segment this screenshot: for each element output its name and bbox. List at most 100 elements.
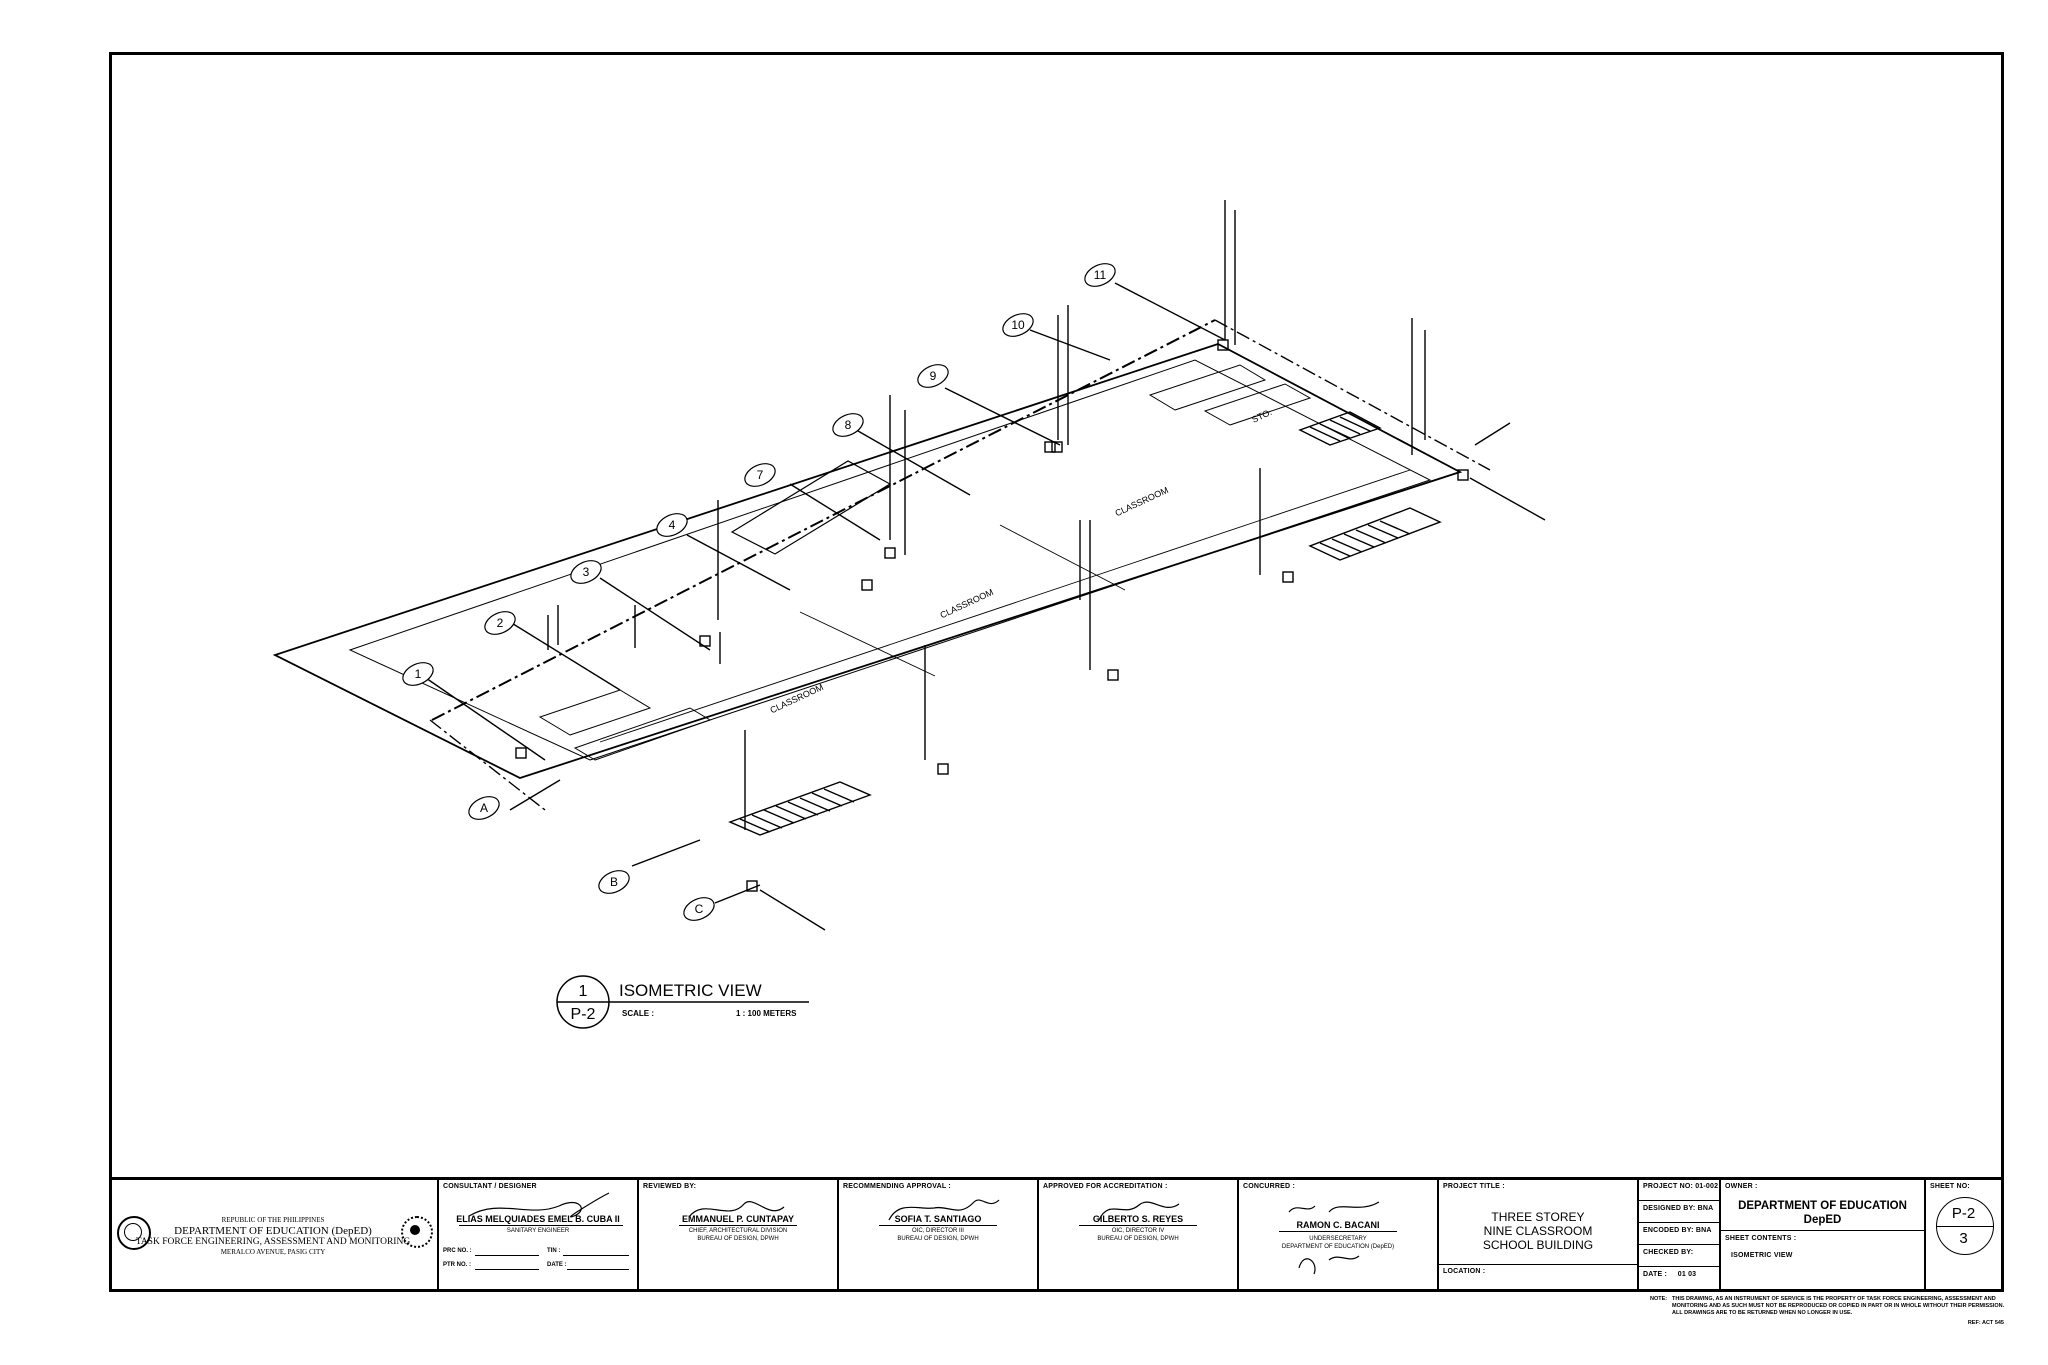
project-meta-cell: PROJECT NO: 01-002 DESIGNED BY: BNA ENCO…: [1637, 1180, 1719, 1292]
project-title-2: NINE CLASSROOM: [1483, 1224, 1593, 1238]
gridline-label: A: [480, 801, 488, 815]
recommending-name: SOFIA T. SANTIAGO: [894, 1214, 982, 1224]
recommending-role1: OIC, DIRECTOR III: [912, 1228, 964, 1234]
room-label: STO.: [1250, 407, 1273, 425]
encoded-by: BNA: [1695, 1227, 1712, 1234]
concurred-cell: CONCURRED : RAMON C. BACANI UNDERSECRETA…: [1237, 1180, 1437, 1292]
view-number: 1: [579, 983, 588, 1000]
agency-taskforce: TASK FORCE ENGINEERING, ASSESSMENT AND M…: [135, 1237, 411, 1247]
drawing-sheet-border: [109, 52, 2004, 1292]
title-block: REPUBLIC OF THE PHILIPPINES DEPARTMENT O…: [109, 1177, 2004, 1292]
note-line-3: ALL DRAWINGS ARE TO BE RETURNED WHEN NO …: [1672, 1310, 1853, 1316]
gridline-label: 3: [583, 565, 590, 579]
project-no-label: PROJECT NO:: [1643, 1183, 1694, 1190]
gridline-label: 1: [415, 667, 422, 681]
recommending-role2: BUREAU OF DESIGN, DPWH: [897, 1236, 979, 1242]
gridline-label: B: [610, 875, 618, 889]
reference-act: REF: ACT 545: [1967, 1320, 2004, 1326]
project-title-3: SCHOOL BUILDING: [1482, 1238, 1594, 1252]
ptr-label: PTR NO. :: [443, 1262, 471, 1268]
reviewer-signature: [688, 1201, 785, 1218]
date-meta-label: DATE :: [1643, 1271, 1668, 1278]
view-title: ISOMETRIC VIEW: [619, 981, 762, 1000]
project-no: 01-002: [1695, 1183, 1719, 1190]
owner-name-1: DEPARTMENT OF EDUCATION: [1738, 1200, 1907, 1212]
tin-label: TIN :: [547, 1248, 561, 1254]
project-cell: PROJECT TITLE : THREE STOREY NINE CLASSR…: [1437, 1180, 1637, 1292]
location-label: LOCATION :: [1443, 1268, 1486, 1275]
date-value: 01 03: [1677, 1271, 1697, 1278]
reviewer-name: EMMANUEL P. CUNTAPAY: [681, 1214, 795, 1224]
gridline-bubbles: [402, 263, 1116, 921]
gridline-labels: 1 2 3 4 7 8 9 10 11 A B C: [415, 268, 1107, 916]
gridline-label: 11: [1094, 268, 1107, 282]
recommending-label: RECOMMENDING APPROVAL :: [843, 1183, 951, 1190]
concurred-role2: DEPARTMENT OF EDUCATION (DepED): [1281, 1244, 1395, 1250]
recommending-cell: RECOMMENDING APPROVAL : SOFIA T. SANTIAG…: [837, 1180, 1037, 1292]
date-label: DATE :: [547, 1262, 567, 1268]
tfeam-seal-icon: [401, 1216, 433, 1248]
building-outline: [272, 200, 1546, 931]
prc-label: PRC NO. :: [443, 1248, 472, 1254]
gridline-label: 2: [497, 616, 504, 630]
checked-label: CHECKED BY:: [1643, 1249, 1694, 1256]
room-labels: CLASSROOM CLASSROOM CLASSROOM STO.: [768, 407, 1273, 715]
scale-value: 1 : 100 METERS: [736, 1009, 797, 1018]
deped-seal-icon: [117, 1216, 151, 1250]
view-sheet: P-2: [571, 1006, 596, 1023]
isometric-drawing: 1 2 3 4 7 8 9 10 11 A B C CLASSROOM CLAS…: [272, 200, 1546, 1029]
note-line-2: MONITORING AND AS SUCH MUST NOT BE REPRO…: [1672, 1303, 2005, 1309]
sheet-cell: SHEET NO: P-2 3: [1924, 1180, 2001, 1292]
designed-by: BNA: [1697, 1205, 1714, 1212]
scale-label: SCALE :: [622, 1009, 654, 1018]
note-text: THIS DRAWING, AS AN INSTRUMENT OF SERVIC…: [1672, 1296, 2004, 1317]
reviewed-cell: REVIEWED BY: EMMANUEL P. CUNTAPAY CHIEF,…: [637, 1180, 837, 1292]
agency-republic: REPUBLIC OF THE PHILIPPINES: [221, 1216, 325, 1224]
consultant-cell: CONSULTANT / DESIGNER ELIAS MELQUIADES E…: [437, 1180, 637, 1292]
sheet-contents: ISOMETRIC VIEW: [1731, 1252, 1793, 1259]
owner-label: OWNER :: [1725, 1183, 1758, 1190]
owner-name-2: DepED: [1803, 1214, 1842, 1226]
agency-department: DEPARTMENT OF EDUCATION (DepED): [174, 1225, 372, 1237]
sheet-no: P-2: [1951, 1205, 1976, 1222]
recommending-signature: [888, 1199, 1000, 1221]
gridline-label: C: [695, 902, 704, 916]
approved-cell: APPROVED FOR ACCREDITATION : GILBERTO S.…: [1037, 1180, 1237, 1292]
concurred-name: RAMON C. BACANI: [1296, 1220, 1380, 1230]
owner-cell: OWNER : DEPARTMENT OF EDUCATION DepED SH…: [1719, 1180, 1924, 1292]
note-line-1: THIS DRAWING, AS AN INSTRUMENT OF SERVIC…: [1672, 1296, 1996, 1302]
approver-name: GILBERTO S. REYES: [1092, 1214, 1184, 1224]
sheet-num: 3: [1959, 1230, 1968, 1247]
designed-label: DESIGNED BY:: [1643, 1205, 1696, 1212]
concurred-label: CONCURRED :: [1243, 1183, 1295, 1190]
reviewed-label: REVIEWED BY:: [643, 1183, 697, 1190]
reviewer-role2: BUREAU OF DESIGN, DPWH: [697, 1236, 779, 1242]
gridline-label: 4: [669, 518, 676, 532]
approved-label: APPROVED FOR ACCREDITATION :: [1043, 1183, 1168, 1190]
concurred-role1: UNDERSECRETARY: [1309, 1236, 1367, 1242]
encoded-label: ENCODED BY:: [1643, 1227, 1694, 1234]
gridline-label: 10: [1011, 318, 1025, 332]
room-label: CLASSROOM: [938, 587, 994, 620]
room-label: CLASSROOM: [768, 682, 824, 715]
concurred-signature: [1288, 1201, 1380, 1275]
approver-role2: BUREAU OF DESIGN, DPWH: [1097, 1236, 1179, 1242]
sheet-contents-label: SHEET CONTENTS :: [1725, 1235, 1797, 1242]
reviewer-role1: CHIEF, ARCHITECTURAL DIVISION: [688, 1228, 788, 1234]
approver-role1: OIC, DIRECTOR IV: [1111, 1228, 1165, 1234]
gridline-label: 7: [757, 468, 764, 482]
gridline-label: 8: [845, 418, 852, 432]
agency-address: MERALCO AVENUE, PASIG CITY: [220, 1248, 326, 1256]
note-label: NOTE:: [1650, 1296, 1668, 1302]
gridline-label: 9: [930, 369, 937, 383]
room-label: CLASSROOM: [1113, 485, 1169, 518]
approver-signature: [1098, 1201, 1180, 1221]
project-title-1: THREE STOREY: [1491, 1210, 1585, 1224]
consultant-signature: [468, 1192, 610, 1218]
consultant-label: CONSULTANT / DESIGNER: [443, 1183, 537, 1190]
agency-cell: REPUBLIC OF THE PHILIPPINES DEPARTMENT O…: [109, 1180, 437, 1292]
consultant-name: ELIAS MELQUIADES EMEL B. CUBA II: [456, 1214, 620, 1224]
view-title-block: 1 P-2 ISOMETRIC VIEW SCALE : 1 : 100 MET…: [556, 975, 809, 1029]
project-title-label: PROJECT TITLE :: [1443, 1183, 1505, 1190]
sheet-no-label: SHEET NO:: [1930, 1183, 1970, 1190]
